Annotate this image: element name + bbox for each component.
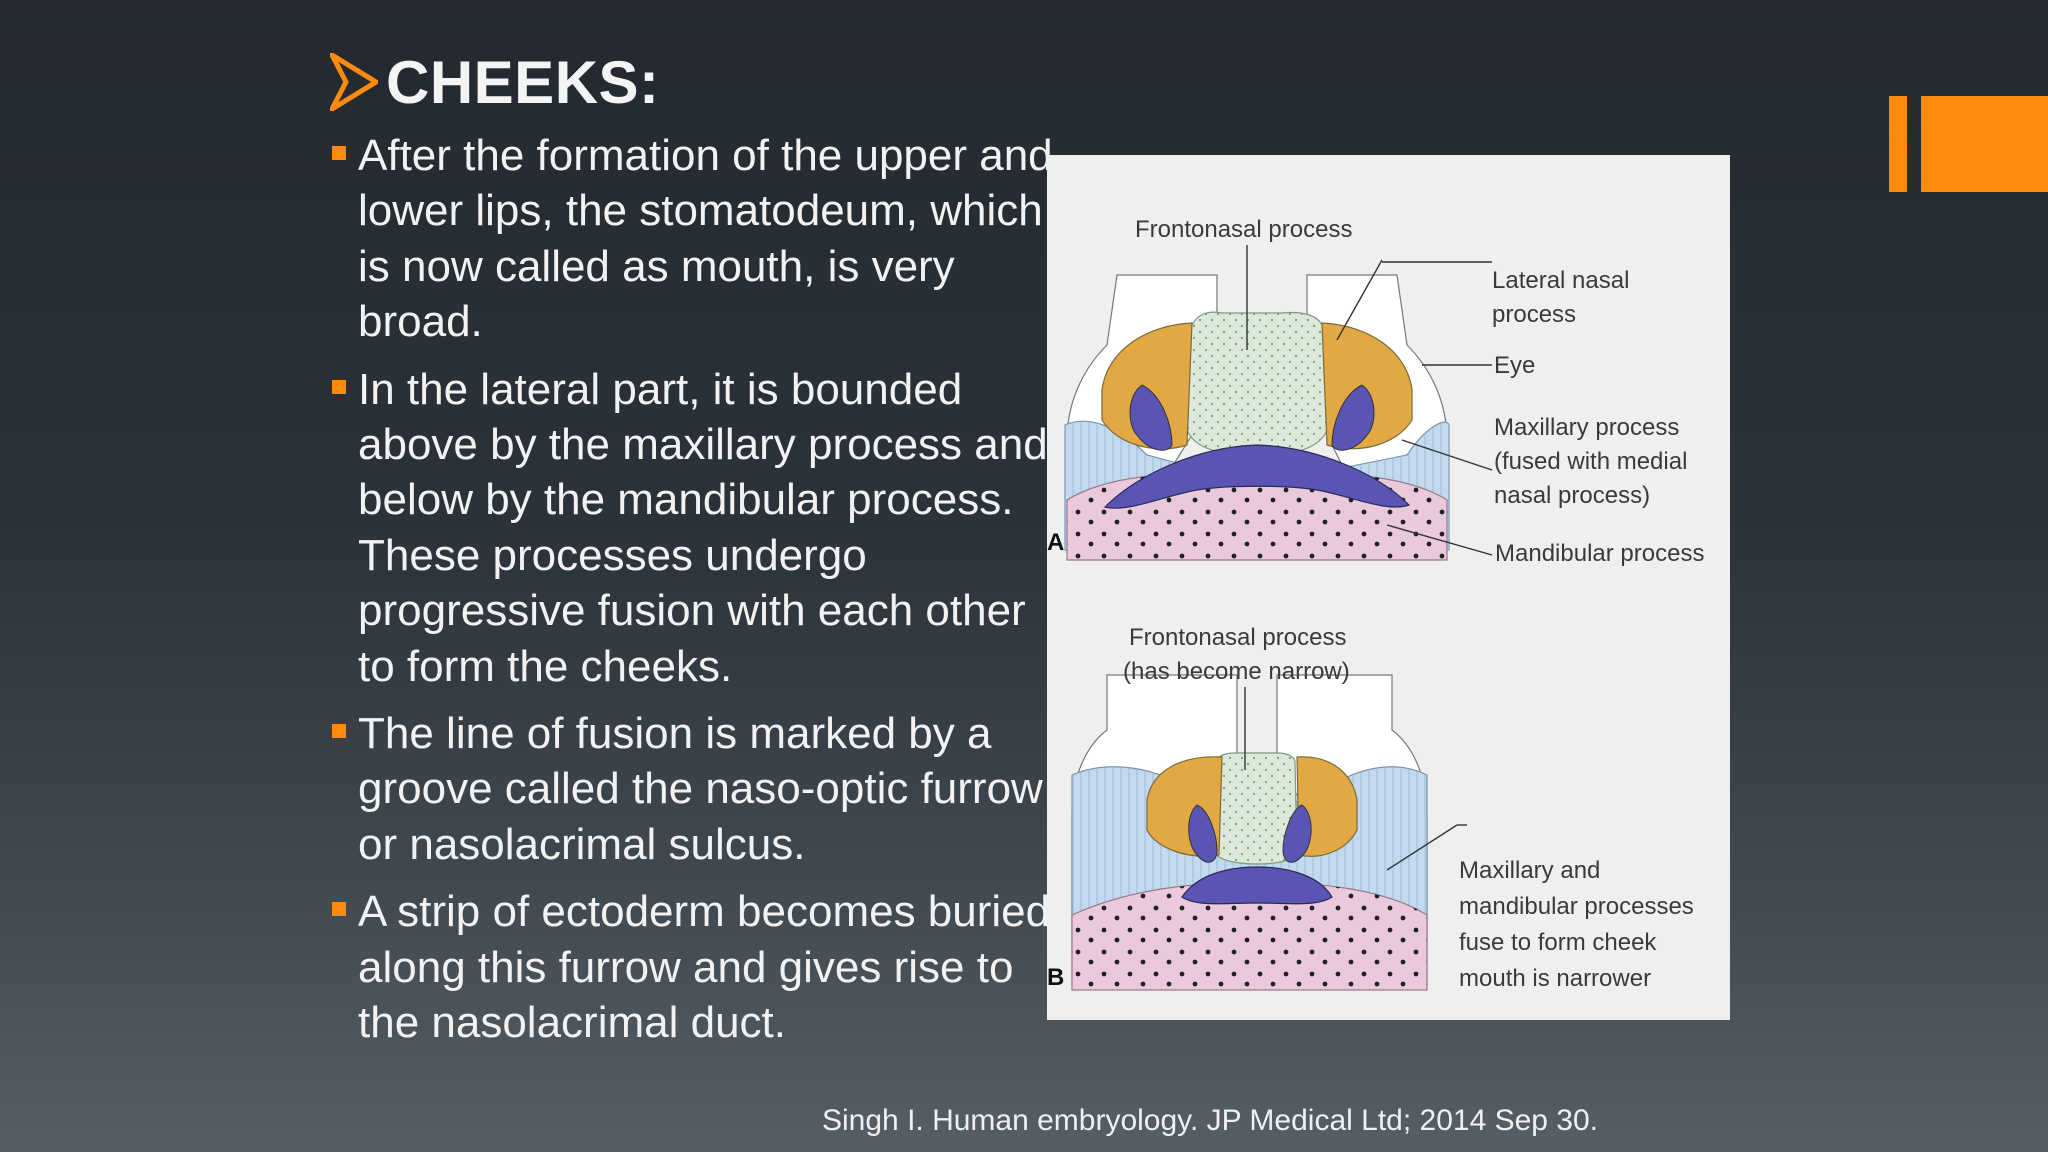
label-frontonasal-a: Frontonasal process bbox=[1135, 216, 1352, 243]
panel-b-marker: B bbox=[1047, 964, 1064, 991]
arrow-bullet-icon bbox=[330, 53, 378, 111]
accent-bar-thin bbox=[1889, 96, 1907, 192]
panel-b: B Frontonasal process (has become narrow… bbox=[1047, 624, 1694, 992]
square-bullet-icon bbox=[332, 724, 346, 739]
label-mandibular: Mandibular process bbox=[1495, 540, 1704, 567]
label-frontonasal-b-2: (has become narrow) bbox=[1123, 658, 1350, 685]
label-maxillary-2: (fused with medial bbox=[1494, 448, 1687, 475]
bullet-text: The line of fusion is marked by a groove… bbox=[358, 709, 1043, 869]
label-fusion-3: fuse to form cheek bbox=[1459, 929, 1657, 956]
label-frontonasal-b-1: Frontonasal process bbox=[1129, 624, 1346, 651]
figure-svg: A Frontonasal process Lateral nasal proc… bbox=[1047, 216, 1704, 992]
label-fusion-4: mouth is narrower bbox=[1459, 965, 1651, 992]
label-maxillary-3: nasal process) bbox=[1494, 482, 1650, 509]
embryology-figure: A Frontonasal process Lateral nasal proc… bbox=[1047, 155, 1730, 1020]
title-row: CHEEKS: bbox=[330, 42, 660, 122]
label-fusion-1: Maxillary and bbox=[1459, 857, 1600, 884]
bullet-text: In the lateral part, it is bounded above… bbox=[358, 364, 1048, 691]
label-maxillary-1: Maxillary process bbox=[1494, 414, 1679, 441]
label-lateral-nasal-1: Lateral nasal bbox=[1492, 267, 1629, 294]
bullet-item: In the lateral part, it is bounded above… bbox=[330, 362, 1055, 694]
bullet-list: After the formation of the upper and low… bbox=[330, 128, 1055, 1063]
square-bullet-icon bbox=[332, 146, 346, 160]
square-bullet-icon bbox=[332, 379, 346, 394]
square-bullet-icon bbox=[332, 902, 346, 917]
label-eye: Eye bbox=[1494, 352, 1535, 379]
bullet-item: After the formation of the upper and low… bbox=[330, 128, 1055, 350]
slide-title: CHEEKS: bbox=[386, 48, 660, 116]
label-fusion-2: mandibular processes bbox=[1459, 893, 1694, 920]
bullet-text: A strip of ectoderm becomes buried along… bbox=[358, 887, 1051, 1048]
bullet-text: After the formation of the upper and low… bbox=[358, 131, 1053, 347]
bullet-item: A strip of ectoderm becomes buried along… bbox=[330, 884, 1055, 1050]
panel-a-marker: A bbox=[1047, 529, 1064, 556]
label-lateral-nasal-2: process bbox=[1492, 301, 1576, 328]
citation: Singh I. Human embryology. JP Medical Lt… bbox=[822, 1104, 1599, 1137]
bullet-item: The line of fusion is marked by a groove… bbox=[330, 706, 1055, 872]
panel-a: A Frontonasal process Lateral nasal proc… bbox=[1047, 216, 1704, 567]
accent-bar-wide bbox=[1921, 96, 2048, 192]
